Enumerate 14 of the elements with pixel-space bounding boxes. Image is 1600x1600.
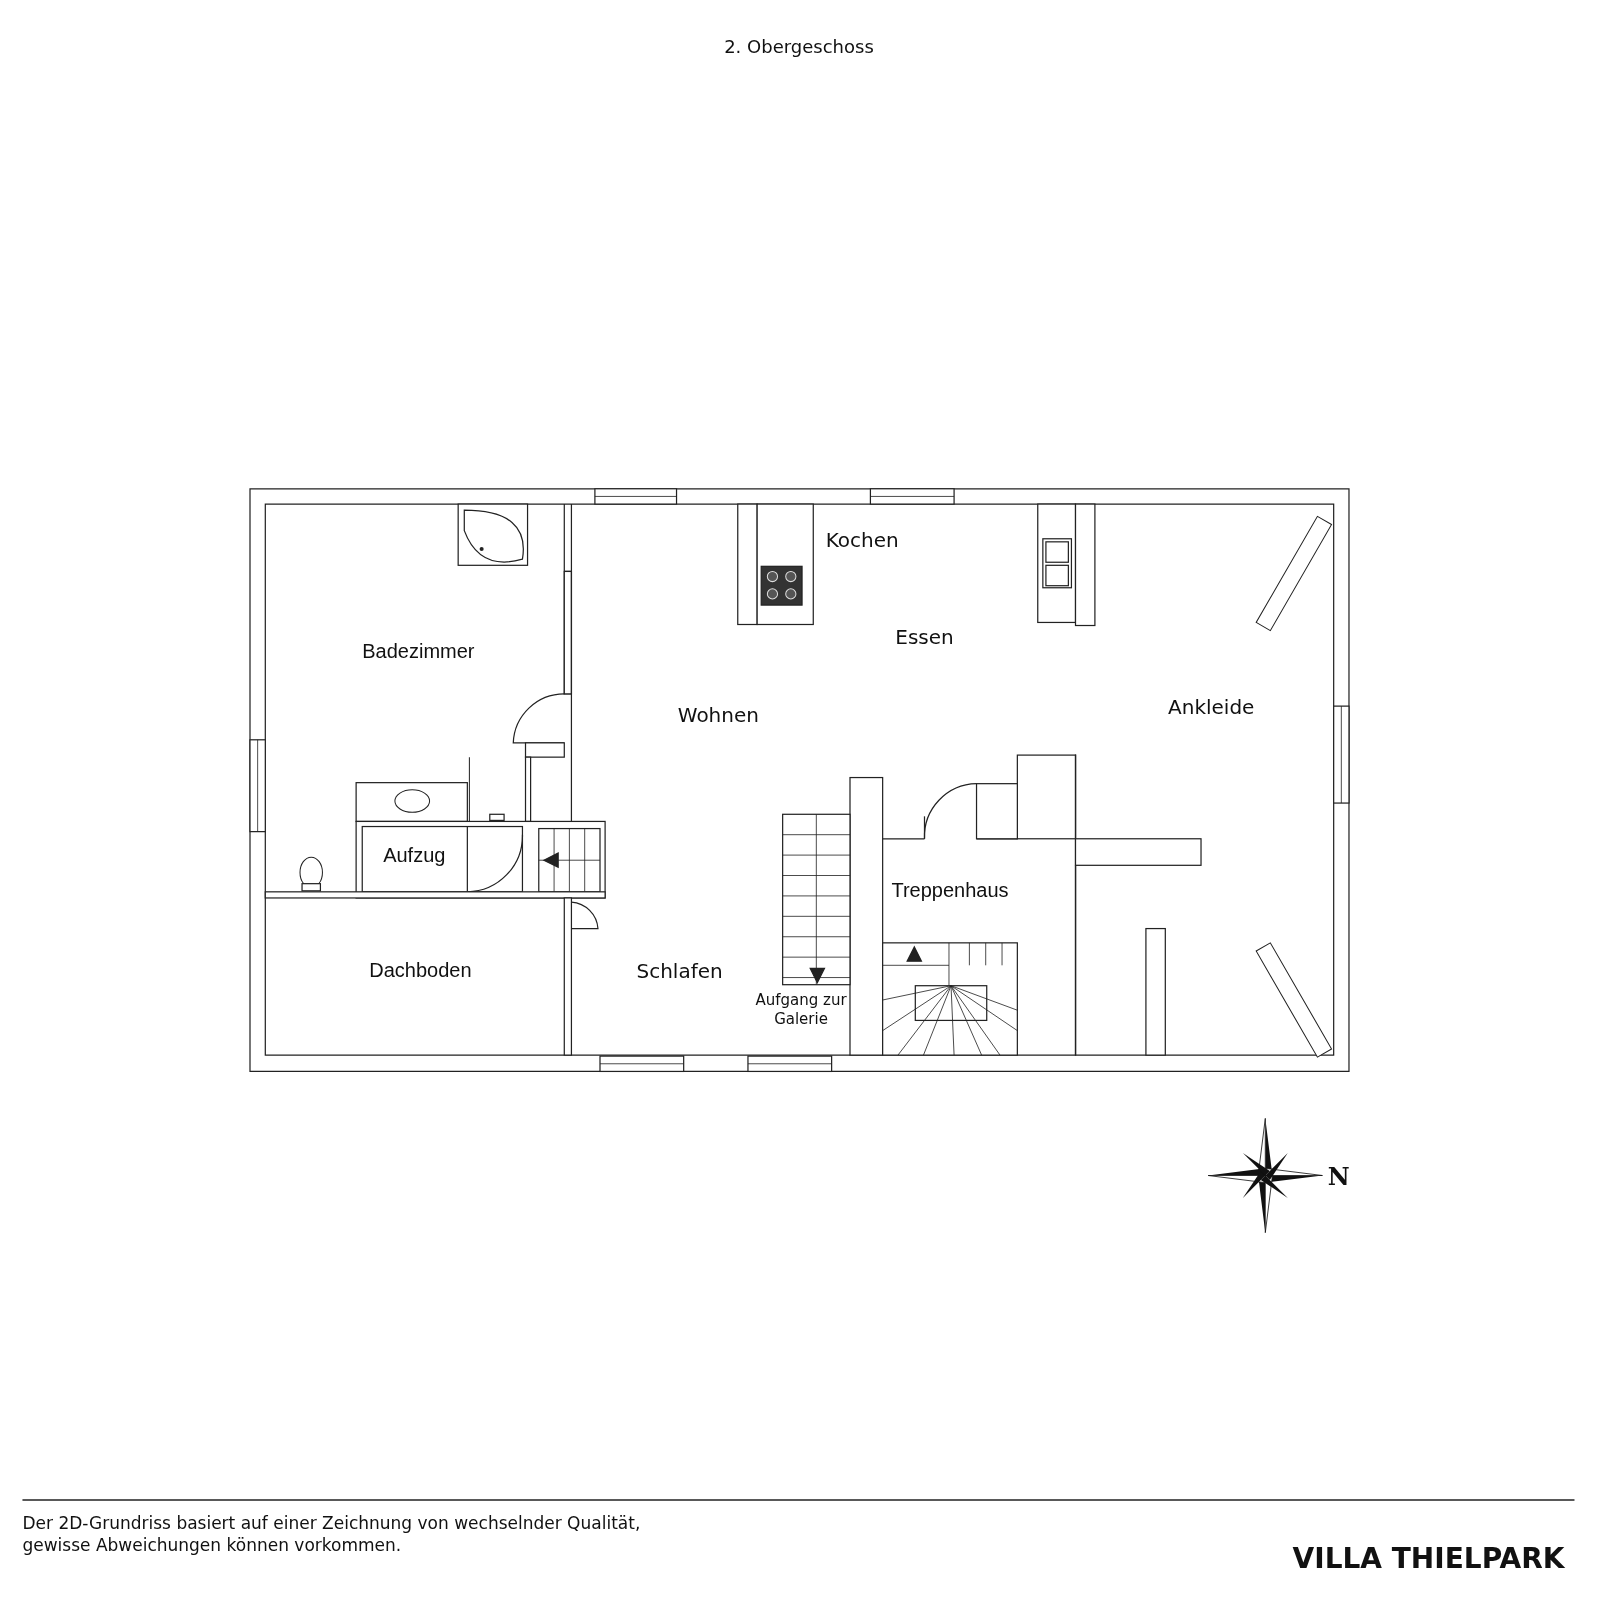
room-label: Schlafen	[636, 959, 723, 984]
room-label: Treppenhaus	[891, 878, 1009, 902]
room-label: Wohnen	[677, 703, 759, 728]
compass-north-label: N	[1327, 1161, 1350, 1190]
stair-label: Aufgang zur Galerie	[754, 991, 848, 1029]
room-label: Aufzug	[383, 843, 446, 867]
room-label: Dachboden	[369, 958, 472, 982]
room-label: Kochen	[825, 527, 899, 552]
room-label: Essen	[895, 624, 954, 649]
room-label: Ankleide	[1168, 695, 1255, 720]
floor-title: 2. Obergeschoss	[724, 35, 874, 57]
disclaimer-text: Der 2D-Grundriss basiert auf einer Zeichnung von wechselnder Qualität, gewisse Abweichungen können vorkommen.	[22, 1511, 642, 1556]
property-name: VILLA THIELPARK	[1292, 1541, 1565, 1575]
room-label: Badezimmer	[362, 639, 475, 663]
